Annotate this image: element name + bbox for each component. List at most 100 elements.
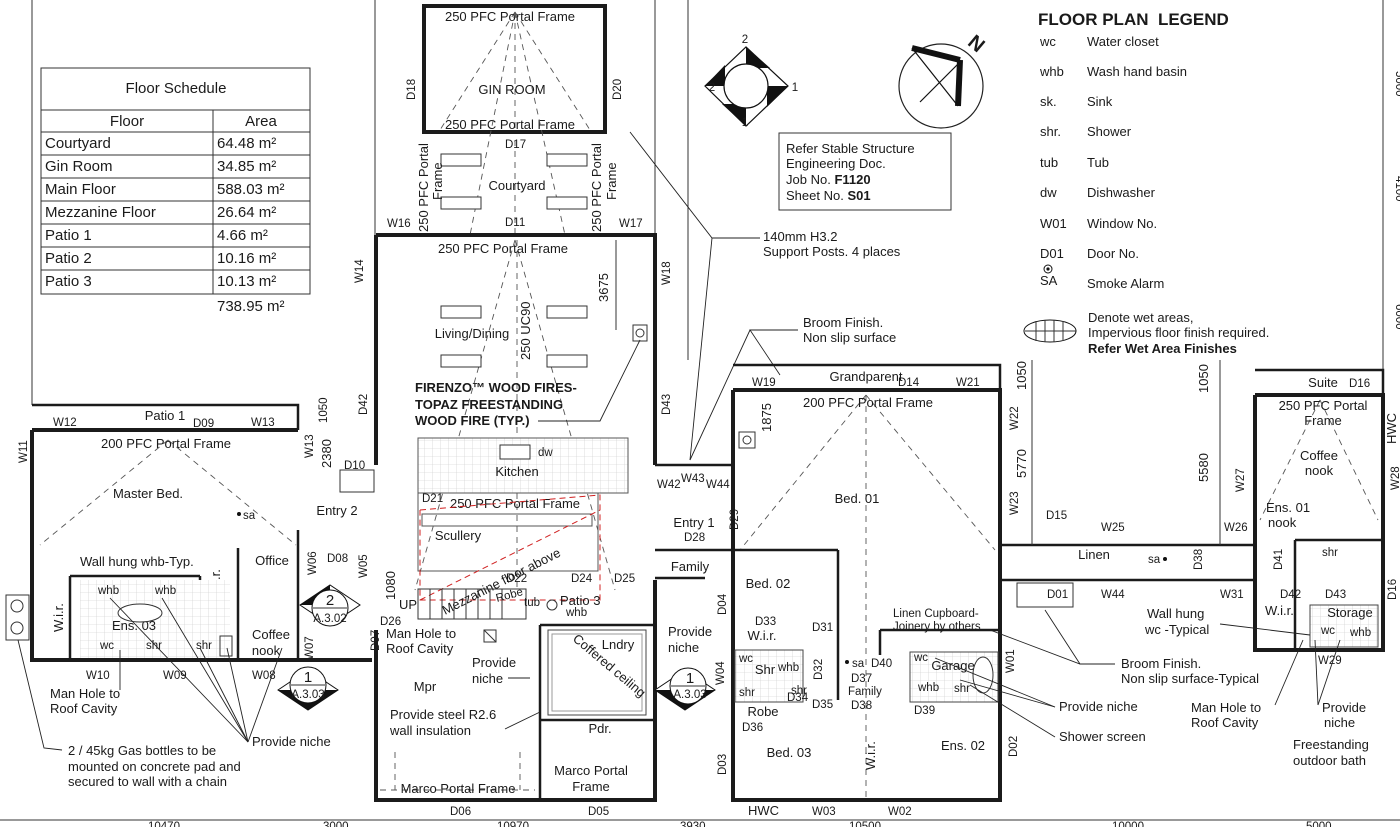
wc-typ-note: Wall hung — [1147, 606, 1204, 621]
fixture-tub: tub — [524, 597, 540, 609]
bottom-dim: 10000 — [1112, 821, 1144, 827]
dim-label: 1050 — [1014, 361, 1029, 390]
window-label: W44 — [1101, 589, 1125, 601]
provide-note: Provide — [1322, 700, 1366, 715]
window-label: W28 — [1390, 466, 1400, 490]
schedule-header-area: Area — [245, 113, 277, 130]
fixture-wc: wc — [99, 640, 114, 652]
dim-label: 1050 — [318, 397, 330, 423]
schedule-row-floor: Patio 1 — [45, 227, 92, 244]
legend-code: sk. — [1040, 94, 1057, 109]
window-label: W04 — [715, 661, 727, 685]
courtyard-frame-right: 250 PFC Portal — [589, 143, 604, 232]
dim-label: 1875 — [759, 403, 774, 432]
sheet-number: S01 — [847, 188, 870, 203]
section-marker-2: 2 A.3.02 — [299, 584, 361, 627]
dim-label: 1080 — [383, 571, 398, 600]
legend-desc: Dishwasher — [1087, 185, 1156, 200]
niche-note: niche — [1324, 715, 1355, 730]
living-dining-label: Living/Dining — [435, 326, 509, 341]
bath-note: Freestanding — [1293, 737, 1369, 752]
door-label: D11 — [505, 217, 525, 229]
window-label: W18 — [661, 261, 673, 285]
coffee-nook-label: nook — [252, 643, 281, 658]
fixture-shr: shr — [1322, 547, 1338, 559]
smoke-alarm-icon — [1043, 264, 1053, 274]
dim-label: 5770 — [1014, 449, 1029, 478]
schedule-row-area: 34.85 m² — [217, 158, 276, 175]
window-label: W10 — [86, 670, 110, 682]
floor-schedule-table: Floor Schedule Floor Area Courtyard 64.4… — [40, 67, 311, 315]
window-label: W22 — [1009, 406, 1021, 430]
coffee-nook-label: nook — [1268, 515, 1297, 530]
gin-frame-bottom: 250 PFC Portal Frame — [445, 117, 575, 132]
wet-note: Impervious floor finish required. — [1088, 325, 1269, 340]
door-label: D16 — [1349, 378, 1370, 390]
wir-label: W.i.r. — [863, 741, 878, 770]
fire-note: WOOD FIRE (TYP.) — [415, 413, 530, 428]
window-label: W26 — [1224, 522, 1248, 534]
linen-label: Family — [848, 686, 882, 698]
schedule-total: 738.95 m² — [217, 298, 285, 315]
view-compass: 2 2 1 1 — [704, 34, 798, 129]
door-label: D42 — [358, 394, 370, 415]
gas-note: secured to wall with a chain — [68, 774, 227, 789]
schedule-header-floor: Floor — [110, 113, 144, 130]
fixture-whb: whb — [565, 607, 587, 619]
svg-text:Job No. F1120: Job No. F1120 — [786, 172, 871, 187]
scullery-frame: 250 PFC Portal Frame — [450, 496, 580, 511]
door-label: D31 — [812, 622, 833, 634]
manhole-note: Man Hole to — [386, 626, 456, 641]
linen-label: Family — [671, 559, 710, 574]
niche-note: niche — [668, 640, 699, 655]
gin-room: 250 PFC Portal Frame GIN ROOM 250 PFC Po… — [406, 4, 624, 151]
schedule-row-area: 64.48 m² — [217, 135, 276, 152]
schedule-row-area: 10.16 m² — [217, 250, 276, 267]
patio3-label: Patio 1 — [145, 408, 185, 423]
fixture-shr: shr — [146, 640, 162, 652]
door-label: D01 — [1047, 589, 1068, 601]
family-wing: Grandparent W19 D14 W21 200 PFC Portal F… — [731, 363, 1146, 818]
wood-fire-icon — [632, 324, 648, 342]
compass-view-2-left: 2 — [709, 82, 715, 94]
door-label: D43 — [1325, 589, 1346, 601]
window-label: W43 — [681, 473, 705, 485]
family-label: Bed. 01 — [835, 491, 880, 506]
fixture-whb: whb — [97, 585, 119, 597]
door-label: D15 — [1046, 510, 1067, 522]
legend-code: SA — [1040, 273, 1058, 288]
marker-ref: A.3.02 — [313, 613, 346, 625]
fixture-shr: shr — [954, 683, 970, 695]
structure-ref-line: Engineering Doc. — [786, 156, 886, 171]
section-marker-1: 1 A.3.03 — [277, 666, 339, 711]
door-label: D20 — [612, 79, 624, 100]
grandparent-suite: Suite D16 250 PFC Portal Frame Coffee no… — [1144, 368, 1400, 768]
window-label: W01 — [1005, 649, 1017, 673]
gin-frame-top: 250 PFC Portal Frame — [445, 9, 575, 24]
legend-code: tub — [1040, 155, 1058, 170]
wir-label: W.i.r. — [51, 603, 66, 632]
entry3-label: Entry 2 — [316, 503, 357, 518]
door-label: D05 — [588, 806, 609, 818]
window-label: W29 — [1318, 655, 1342, 667]
gas-note: mounted on concrete pad and — [68, 759, 241, 774]
bed03-label: Ens. 02 — [941, 738, 985, 753]
dim-label: 2380 — [319, 439, 334, 468]
kitchen: dw Kitchen D21 250 PFC Portal Frame Scul… — [380, 437, 635, 628]
door-label: D16 — [1387, 579, 1399, 600]
support-note: Support Posts. 4 places — [763, 244, 901, 259]
bed01-label: Bed. 02 — [746, 576, 791, 591]
fixture-wc: wc — [913, 652, 928, 664]
linen-cupboard-note: Joinery by others — [893, 621, 981, 633]
window-label: W05 — [358, 554, 370, 578]
marker-number: 2 — [326, 592, 334, 609]
entry2-label: Entry 1 — [673, 515, 714, 530]
window-label: W17 — [619, 218, 643, 230]
window-label: W09 — [163, 670, 187, 682]
whb-typ-note: Wall hung whb-Typ. — [80, 554, 194, 569]
legend-code: D01 — [1040, 246, 1064, 261]
bottom-dim: 5000 — [1306, 821, 1332, 827]
legend-desc: Wash hand basin — [1087, 64, 1187, 79]
window-label: W42 — [657, 479, 681, 491]
fixture-whb: whb — [777, 662, 799, 674]
